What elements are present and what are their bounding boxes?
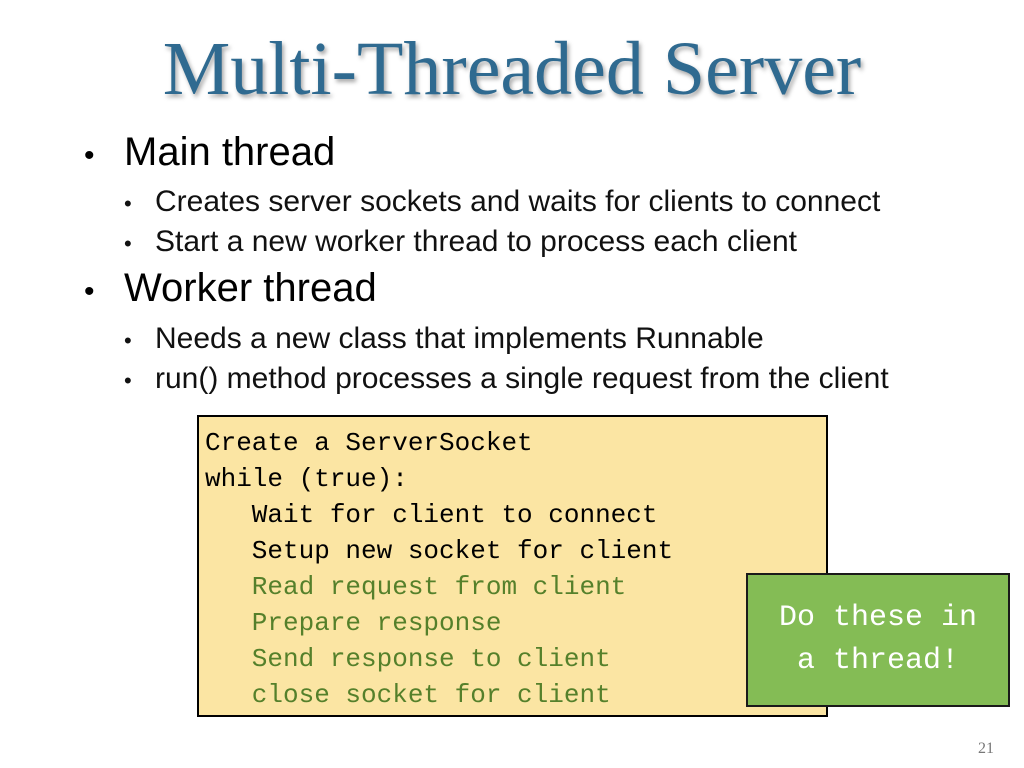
bullet-main-thread: • Main thread xyxy=(84,130,335,175)
bullet-dot: • xyxy=(124,368,132,393)
sub-bullet: • Start a new worker thread to process ea… xyxy=(124,225,797,259)
code-line-threaded: Prepare response xyxy=(205,608,502,638)
sub-bullet-text: Needs a new class that implements Runnab… xyxy=(155,322,764,355)
sub-bullet: • Creates server sockets and waits for cl… xyxy=(124,185,880,219)
code-line: Setup new socket for client xyxy=(205,536,674,566)
pseudocode-box: Create a ServerSocket while (true): Wait… xyxy=(197,415,828,717)
sub-bullet: • run() method processes a single request… xyxy=(124,362,889,396)
thread-callout: Do these in a thread! xyxy=(746,573,1010,707)
sub-bullet-text: Creates server sockets and waits for cli… xyxy=(155,185,881,218)
code-line: Wait for client to connect xyxy=(205,500,658,530)
code-line-threaded: Read request from client xyxy=(205,572,627,602)
callout-line: a thread! xyxy=(796,644,960,678)
slide-number: 21 xyxy=(978,740,994,757)
callout-line: Do these in xyxy=(778,601,978,635)
bullet-dot: • xyxy=(84,275,95,308)
bullet-dot: • xyxy=(124,191,132,216)
slide-title: Multi-Threaded Server xyxy=(162,27,862,111)
bullet-dot: • xyxy=(124,328,132,353)
bullet-text: Worker thread xyxy=(124,266,377,310)
bullet-worker-thread: • Worker thread xyxy=(84,266,377,311)
sub-bullet: • Needs a new class that implements Runna… xyxy=(124,322,764,356)
code-line-threaded: Send response to client xyxy=(205,644,611,674)
bullet-text: Main thread xyxy=(124,130,336,174)
sub-bullet-text: Start a new worker thread to process eac… xyxy=(155,225,797,258)
code-line: Create a ServerSocket xyxy=(205,428,533,458)
code-line-threaded: close socket for client xyxy=(205,680,611,710)
code-line: while (true): xyxy=(205,464,408,494)
bullet-dot: • xyxy=(124,231,132,256)
sub-bullet-text: run() method processes a single request … xyxy=(155,362,889,395)
bullet-dot: • xyxy=(84,139,95,172)
